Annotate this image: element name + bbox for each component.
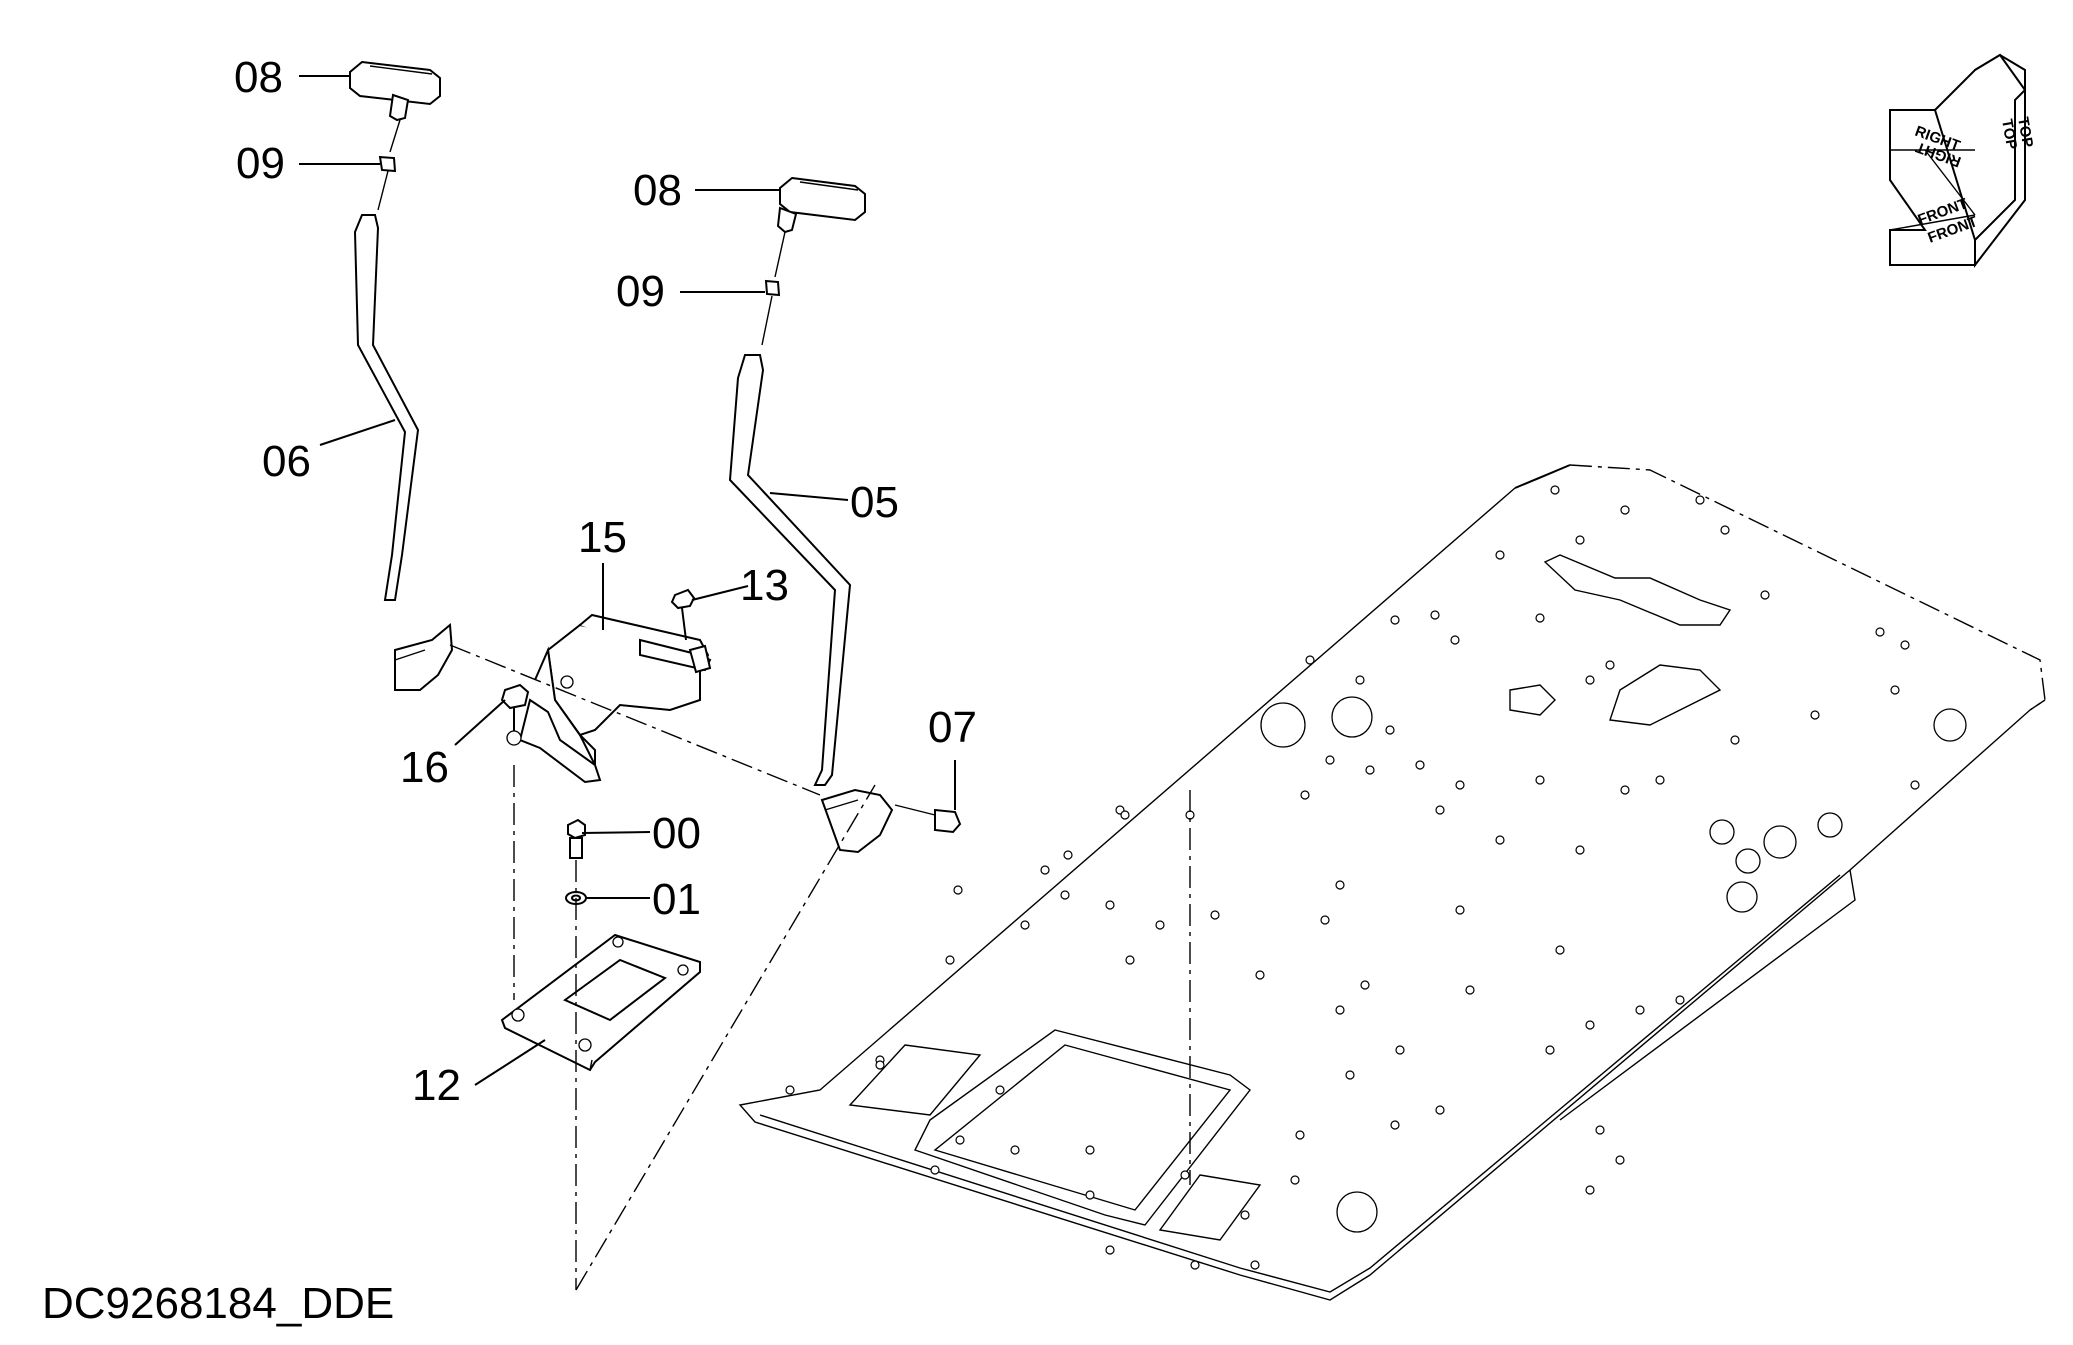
callout-16: 16 [400,743,449,792]
leader-12 [474,1039,546,1086]
callout-00: 00 [652,809,701,858]
leader-00 [581,831,651,834]
callout-12: 12 [412,1061,461,1110]
orientation-top-label-shadow: TOP [2014,116,2036,149]
callout-08-right: 08 [633,166,682,215]
plate-12 [474,933,701,1086]
bolt-16 [454,683,530,746]
lever-06 [299,60,454,691]
floor-plate [738,464,2046,1301]
callout-05: 05 [850,478,899,527]
orientation-indicator: TOP TOP RIGHT RIGHT FRONT FRONT [1889,53,2036,268]
washer-01 [565,891,650,905]
callout-07: 07 [928,703,977,752]
callout-01: 01 [652,875,701,924]
lever-05 [680,176,894,854]
leader-05 [769,492,849,501]
leader-13 [691,585,749,601]
screw-00 [567,818,651,859]
assembly-centerlines [449,644,1191,1291]
callout-13: 13 [740,561,789,610]
orientation-top-label: TOP [1998,118,2020,151]
callout-15: 15 [578,513,627,562]
callout-06: 06 [262,437,311,486]
plate-small-holes [785,485,1920,1270]
bolt-13 [670,585,749,641]
leader-16 [454,699,506,746]
bolt-07 [894,760,962,834]
callout-09-right: 09 [616,267,665,316]
callout-09-upper-left: 09 [236,139,285,188]
drawing-code: DC9268184_DDE [42,1279,394,1328]
callout-08-upper-left: 08 [234,53,283,102]
bracket-15 [518,563,712,784]
leader-06 [319,419,396,446]
